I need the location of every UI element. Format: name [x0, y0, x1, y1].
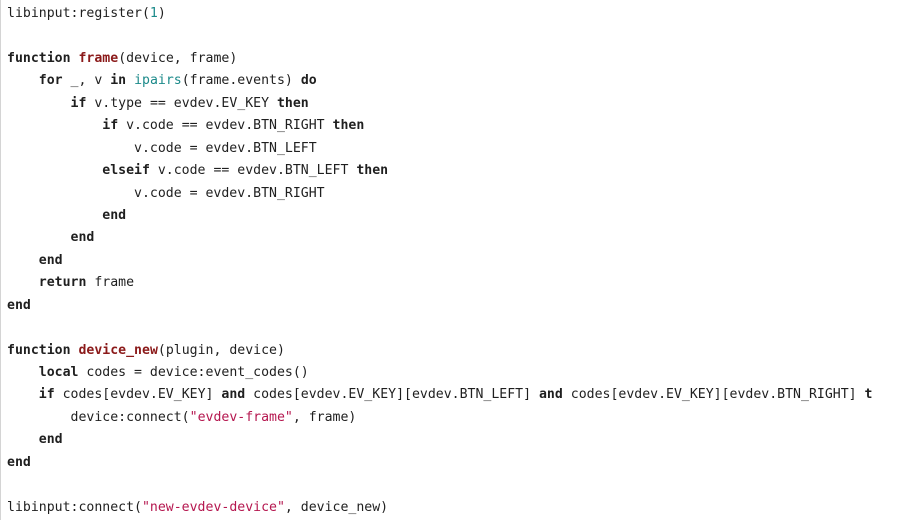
keyword-token: t: [864, 387, 873, 403]
code-text: (device, frame): [118, 50, 238, 66]
function-name-token: frame: [78, 50, 119, 66]
code-text: [7, 230, 71, 245]
code-text: [7, 73, 39, 88]
code-line: device:connect("evdev-frame", frame): [7, 407, 872, 429]
keyword-token: return: [38, 275, 87, 291]
code-text: codes[evdev.EV_KEY][evdev.BTN_LEFT]: [245, 387, 539, 403]
code-text: libinput:connect(: [7, 499, 142, 515]
code-text: codes[evdev.EV_KEY]: [54, 387, 222, 403]
keyword-token: local: [38, 365, 79, 380]
code-line: if codes[evdev.EV_KEY] and codes[evdev.E…: [7, 384, 873, 406]
code-line: libinput:register(1): [7, 3, 872, 25]
code-line: function frame(device, frame): [7, 48, 872, 70]
keyword-token: then: [276, 95, 309, 111]
code-line: end: [7, 295, 872, 317]
code-line: ​: [7, 474, 872, 496]
keyword-token: do: [300, 73, 317, 89]
keyword-token: for: [38, 73, 63, 89]
code-text: v.code == evdev.BTN_RIGHT: [118, 118, 333, 134]
keyword-token: if: [102, 118, 119, 134]
code-line: if v.type == evdev.EV_KEY then: [7, 93, 872, 115]
code-text: [7, 432, 39, 447]
code-text: [7, 208, 102, 223]
code-text: [7, 163, 102, 178]
code-text: (plugin, device): [157, 342, 285, 358]
keyword-token: function: [7, 342, 71, 358]
code-text: libinput:register(: [7, 6, 150, 21]
code-text: [7, 253, 39, 268]
code-line: end: [7, 227, 872, 249]
builtin-token: ipairs: [134, 73, 182, 89]
code-text: device:connect(: [7, 409, 190, 425]
code-text: codes[evdev.EV_KEY][evdev.BTN_RIGHT]: [562, 387, 865, 403]
code-text: ): [157, 6, 166, 21]
keyword-token: and: [538, 387, 563, 403]
string-token: "new-evdev-device": [141, 499, 285, 515]
code-text: [7, 275, 39, 290]
code-line: local codes = device:event_codes(): [7, 362, 872, 384]
code-text: [126, 73, 134, 88]
code-line: libinput:connect("new-evdev-device", dev…: [7, 497, 872, 519]
code-text: codes = device:event_codes(): [78, 365, 309, 380]
keyword-token: in: [110, 73, 127, 89]
keyword-token: end: [38, 252, 63, 268]
keyword-token: if: [38, 387, 55, 403]
code-text: frame: [86, 275, 135, 291]
code-content[interactable]: libinput:register(1)​function frame(devi…: [7, 3, 872, 519]
code-line: end: [7, 205, 872, 227]
keyword-token: function: [7, 50, 71, 66]
code-line: if v.code == evdev.BTN_RIGHT then: [7, 115, 872, 137]
code-text: , frame): [292, 409, 357, 425]
code-text: v.code == evdev.BTN_LEFT: [149, 163, 357, 179]
code-text: [7, 118, 102, 133]
code-line: return frame: [7, 272, 872, 294]
code-text: [7, 365, 39, 380]
string-token: "evdev-frame": [189, 409, 293, 425]
keyword-token: end: [38, 432, 63, 448]
keyword-token: and: [221, 387, 246, 403]
keyword-token: end: [102, 207, 127, 223]
code-text: [7, 387, 39, 402]
code-line: function device_new(plugin, device): [7, 340, 872, 362]
number-token: 1: [149, 6, 158, 21]
code-text: , device_new): [284, 499, 389, 515]
code-line: ​: [7, 25, 872, 47]
code-line: for _, v in ipairs(frame.events) do: [7, 70, 872, 92]
code-text: [7, 96, 71, 111]
keyword-token: then: [332, 118, 365, 134]
keyword-token: end: [70, 230, 95, 246]
code-text: (frame.events): [181, 73, 301, 89]
keyword-token: if: [70, 95, 87, 111]
code-line: v.code = evdev.BTN_LEFT: [7, 138, 872, 160]
code-text: v.code = evdev.BTN_LEFT: [7, 140, 317, 156]
keyword-token: then: [356, 163, 389, 179]
keyword-token: end: [7, 454, 31, 470]
code-line: ​: [7, 317, 872, 339]
code-text: v.code = evdev.BTN_RIGHT: [7, 185, 325, 201]
code-text: _, v: [62, 73, 111, 89]
code-text: v.type == evdev.EV_KEY: [86, 95, 277, 111]
code-line: end: [7, 250, 872, 272]
code-line: elseif v.code == evdev.BTN_LEFT then: [7, 160, 872, 182]
code-line: end: [7, 452, 872, 474]
code-line: v.code = evdev.BTN_RIGHT: [7, 183, 872, 205]
code-line: end: [7, 429, 872, 451]
keyword-token: end: [7, 297, 31, 313]
keyword-token: elseif: [102, 163, 150, 179]
function-name-token: device_new: [78, 342, 158, 358]
